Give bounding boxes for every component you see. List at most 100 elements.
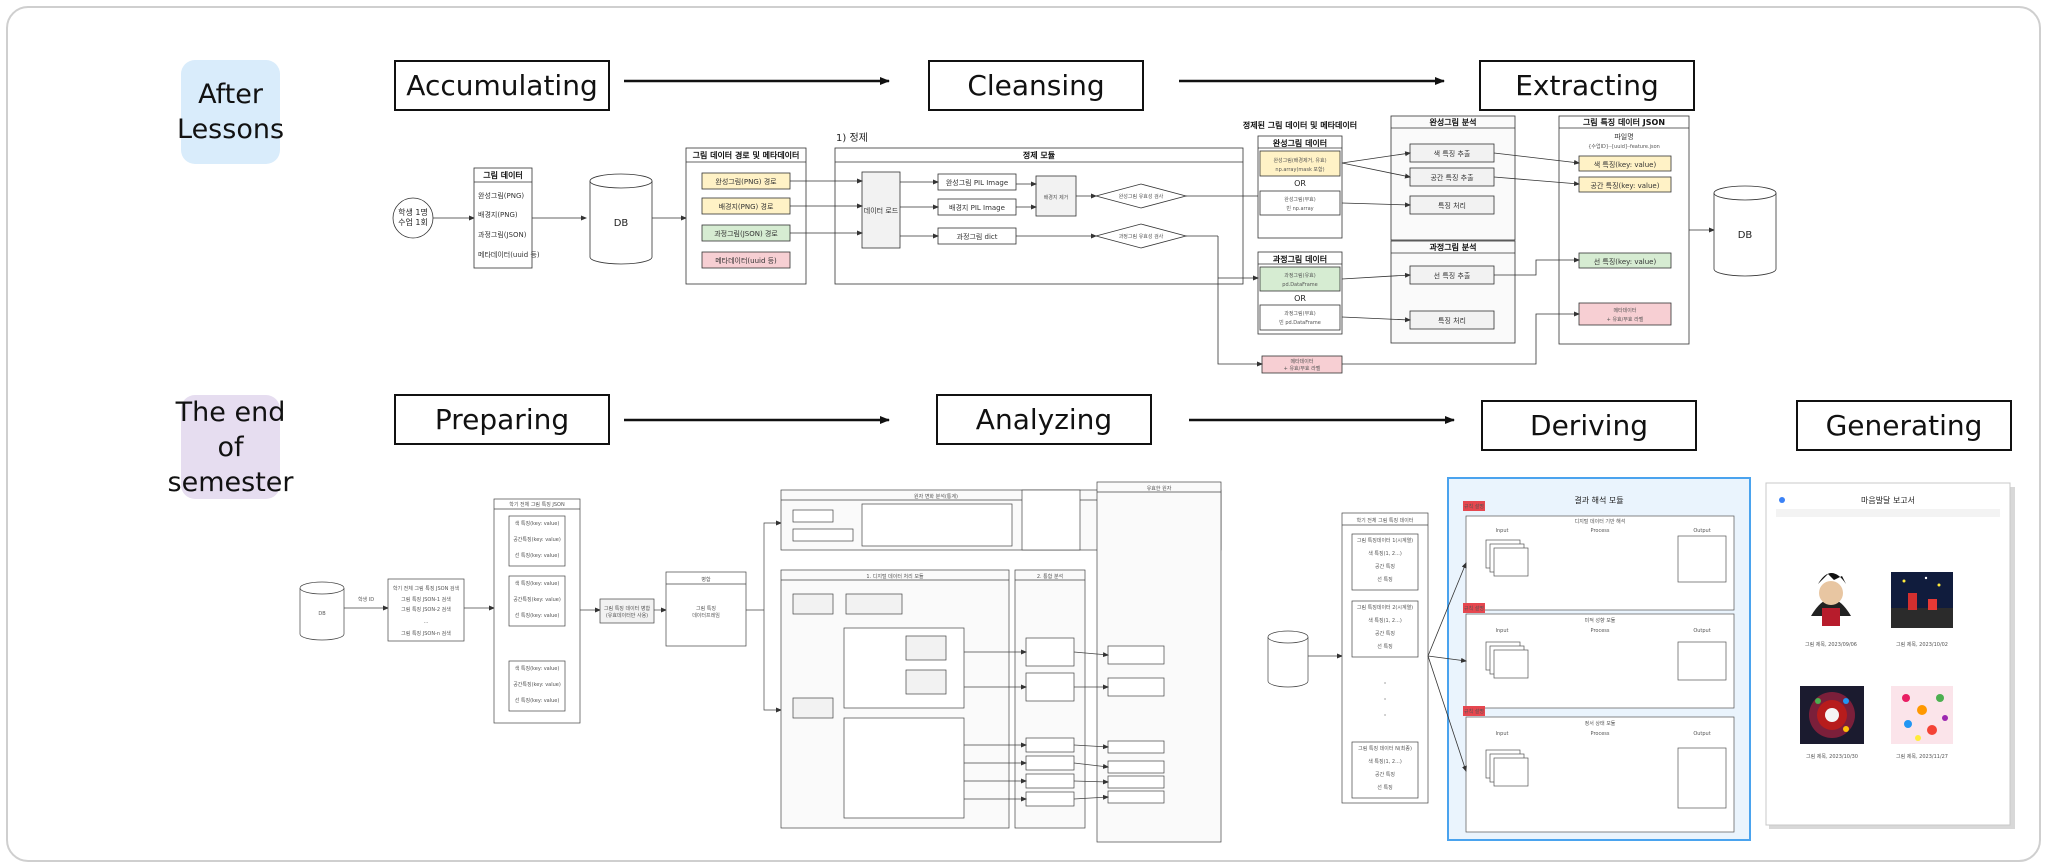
svg-text:색 특징(1, 2...): 색 특징(1, 2...) [1368,550,1402,557]
svg-text:그림 제목, 2023/10/30: 그림 제목, 2023/10/30 [1806,753,1858,760]
svg-text:공간특징(key: value): 공간특징(key: value) [513,596,561,603]
svg-text:과정그림(무효): 과정그림(무효) [1284,310,1316,317]
svg-text:학생 ID: 학생 ID [358,596,374,603]
svg-text:그림 데이터: 그림 데이터 [483,170,523,180]
stats-output-box [1021,489,1081,551]
svg-text:Output: Output [1693,628,1710,634]
step-label: Accumulating [406,69,598,102]
svg-text:공간 특징: 공간 특징 [1375,771,1395,778]
svg-text:메타데이터(uuid 등): 메타데이터(uuid 등) [478,250,540,259]
svg-text:색 특징(key: value): 색 특징(key: value) [515,580,560,587]
step-label: Deriving [1530,409,1648,442]
svg-text:...: ... [424,619,429,625]
svg-text:디지털 데이터 기반 해석: 디지털 데이터 기반 해석 [1575,518,1626,525]
svg-text:선 특징: 선 특징 [1377,643,1392,650]
svg-text:·: · [1384,679,1387,688]
svg-text:메타데이터: 메타데이터 [1290,358,1313,365]
svg-text:병합: 병합 [701,576,711,583]
top-diagram [392,115,1777,374]
svg-text:그림 특징데이터 2(시계열): 그림 특징데이터 2(시계열) [1357,604,1413,611]
step-label: Analyzing [975,403,1113,436]
report-drawing-4 [1891,686,1953,744]
svg-text:선 특징(key: value): 선 특징(key: value) [515,552,560,559]
svg-text:완성그림 유효성 검사: 완성그림 유효성 검사 [1119,193,1164,200]
row-tag-label: After Lessons [177,79,285,145]
merge-box [599,598,655,624]
svg-text:특징 처리: 특징 처리 [1438,316,1466,325]
svg-text:공간 특징: 공간 특징 [1375,563,1395,570]
svg-text:Input: Input [1496,628,1509,634]
svg-text:배경지(PNG): 배경지(PNG) [478,210,518,219]
svg-text:공간특징(key: value): 공간특징(key: value) [513,536,561,543]
svg-text:과정그림 분석: 과정그림 분석 [1430,242,1477,252]
svg-text:선 특징(key: value): 선 특징(key: value) [515,612,560,619]
report-captions: 그림 제목, 2023/09/06 그림 제목, 2023/10/02 그림 제… [1805,495,1948,760]
svg-text:정제된 그림 데이터 및 메타데이터: 정제된 그림 데이터 및 메타데이터 [1243,120,1357,130]
svg-text:그림 특징데이터 1(시계열): 그림 특징데이터 1(시계열) [1357,537,1413,544]
svg-text:pd.DataFrame: pd.DataFrame [1282,282,1317,288]
svg-text:그림 특징 데이터 JSON: 그림 특징 데이터 JSON [1583,117,1665,127]
svg-text:+ 유효/무효 라벨: + 유효/무효 라벨 [1284,365,1321,372]
svg-text:완성그림 PIL Image: 완성그림 PIL Image [946,178,1008,187]
svg-text:색 특징(1, 2...): 색 특징(1, 2...) [1368,617,1402,624]
svg-text:선 특징(key: value): 선 특징(key: value) [515,697,560,704]
svg-text:DB: DB [1738,230,1753,241]
svg-text:그림 데이터 경로 및 메타데이터: 그림 데이터 경로 및 메타데이터 [693,150,800,160]
step-label: Cleansing [967,69,1105,102]
svg-text:Input: Input [1496,528,1509,534]
svg-text:색 특징(key: value): 색 특징(key: value) [515,520,560,527]
bg-remove-box [1035,175,1077,217]
svg-text:선 특징: 선 특징 [1377,576,1392,583]
svg-text:색 특징 추출: 색 특징 추출 [1434,149,1471,158]
svg-text:그림 특징: 그림 특징 [696,605,716,612]
step-label: Preparing [434,403,570,436]
step-preparing: Preparing [394,394,610,445]
svg-text:색 특징(key: value): 색 특징(key: value) [515,665,560,672]
svg-text:선 특징: 선 특징 [1377,784,1392,791]
bottom-diagram [299,481,1429,843]
svg-text:·: · [1384,711,1387,720]
data-load-box [861,171,901,249]
svg-text:그림 특징 데이터 N(최종): 그림 특징 데이터 N(최종) [1358,745,1412,752]
svg-text:DB: DB [318,611,326,617]
collect-box [387,578,465,642]
step-label: Extracting [1515,69,1659,102]
svg-text:학기 전체 그림 특징 데이터: 학기 전체 그림 특징 데이터 [1357,517,1414,524]
svg-text:색 특징(1, 2...): 색 특징(1, 2...) [1368,758,1402,765]
svg-text:빈 np.array: 빈 np.array [1286,205,1313,212]
svg-text:그림 제목, 2023/10/02: 그림 제목, 2023/10/02 [1896,641,1948,648]
bottom-diagram-text: DB 학생 ID 학기 전체 그림 특징 JSON 검색 그림 특징 JSON-… [318,485,1710,791]
svg-text:완성그림 데이터: 완성그림 데이터 [1273,138,1327,148]
report-page [1765,482,2011,826]
svg-text:과정그림(JSON) 경로: 과정그림(JSON) 경로 [714,229,778,238]
svg-text:과정그림 유효성 검사: 과정그림 유효성 검사 [1119,233,1164,240]
svg-text:OR: OR [1294,179,1306,188]
svg-text:배경지 PIL Image: 배경지 PIL Image [949,203,1005,212]
svg-text:그림 특징 데이터 병합: 그림 특징 데이터 병합 [604,605,651,612]
svg-text:{수업ID}-{uuid}-feature.json: {수업ID}-{uuid}-feature.json [1588,143,1660,150]
svg-text:규칙 설명: 규칙 설명 [1464,503,1484,510]
svg-text:공간 특징: 공간 특징 [1375,630,1395,637]
step-deriving: Deriving [1481,400,1697,451]
svg-text:완성그림 분석: 완성그림 분석 [1430,117,1477,127]
derive-tag-1 [1463,501,1485,511]
svg-text:Process: Process [1591,628,1610,634]
svg-text:메타데이터(uuid 등): 메타데이터(uuid 등) [715,256,777,265]
svg-text:그림 특징 JSON-n 검색: 그림 특징 JSON-n 검색 [401,630,451,637]
svg-text:그림 제목, 2023/09/06: 그림 제목, 2023/09/06 [1805,641,1857,648]
report-drawing-1 [1800,571,1862,629]
svg-text:특징 처리: 특징 처리 [1438,201,1466,210]
svg-text:+ 유효/무효 라벨: + 유효/무효 라벨 [1607,316,1644,323]
drawing-data-box [473,167,533,269]
db-cylinder-top-right [1713,185,1777,277]
svg-text:공간특징(key: value): 공간특징(key: value) [513,681,561,688]
svg-text:데이터 로드: 데이터 로드 [864,206,899,215]
svg-text:Process: Process [1591,731,1610,737]
svg-text:학기 전체 그림 특징 JSON: 학기 전체 그림 특징 JSON [509,501,565,508]
svg-text:2. 통합 분석: 2. 통합 분석 [1037,573,1063,580]
svg-text:그림 특징 JSON-2 검색: 그림 특징 JSON-2 검색 [401,606,451,613]
svg-text:정제 모듈: 정제 모듈 [1023,150,1056,160]
svg-text:OR: OR [1294,294,1306,303]
svg-text:1) 정제: 1) 정제 [836,132,868,144]
svg-text:과정그림 데이터: 과정그림 데이터 [1273,254,1327,264]
